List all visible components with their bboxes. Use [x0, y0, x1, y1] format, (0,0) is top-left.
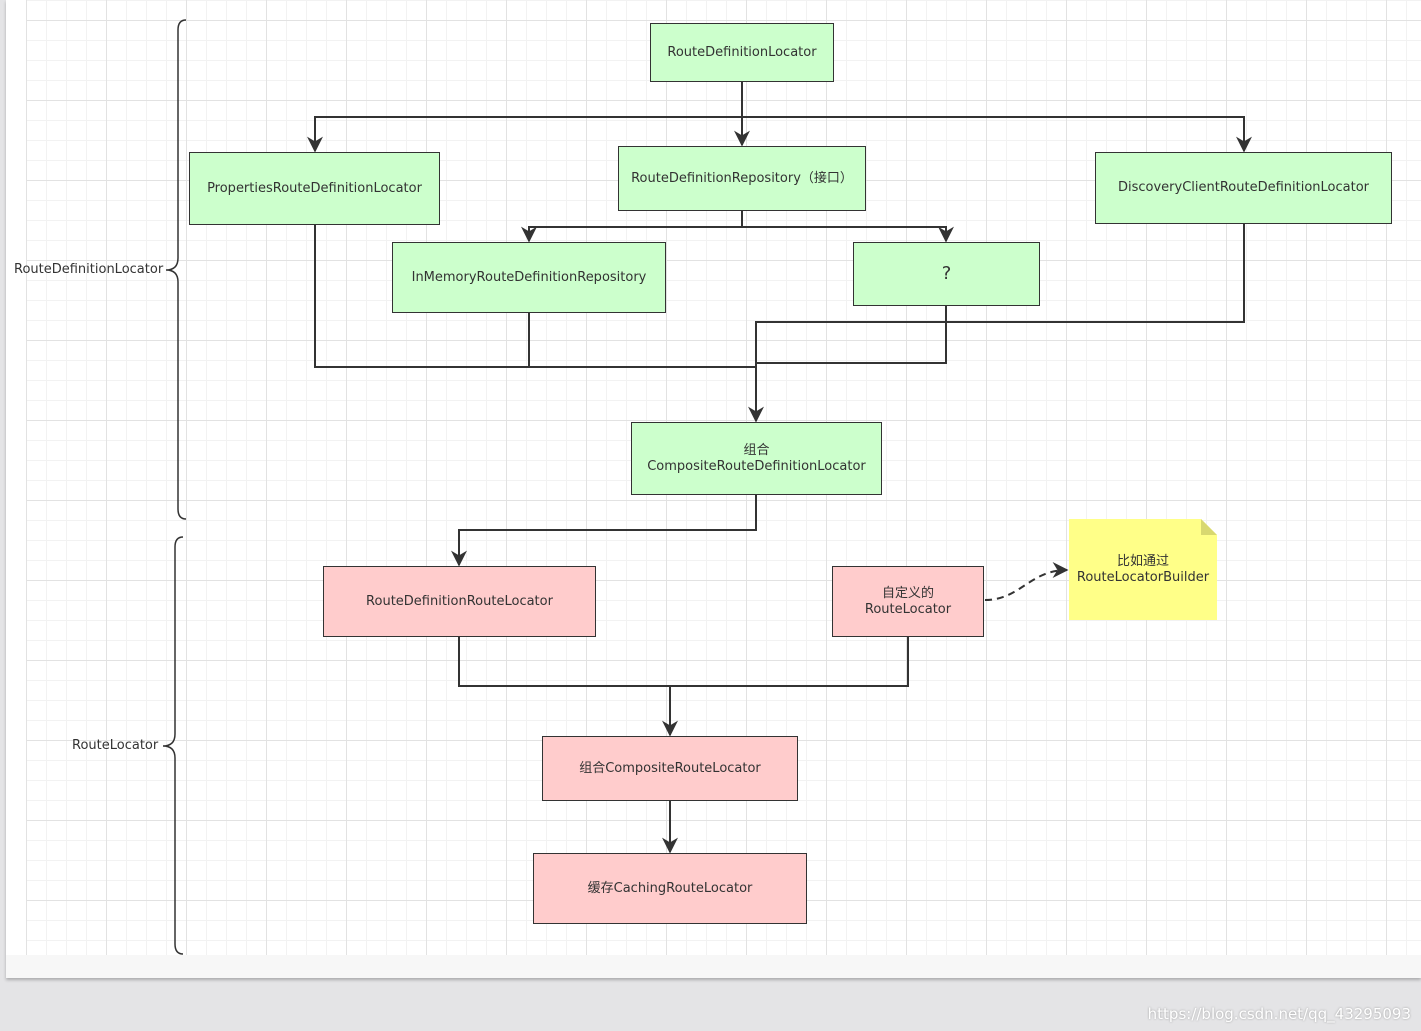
node-caching-route-locator[interactable]: 缓存CachingRouteLocator	[533, 853, 807, 924]
note-shape	[1069, 519, 1217, 620]
edge-routedef-to-composite-route	[458, 637, 678, 737]
canvas-bottom-band	[6, 955, 1421, 978]
edge-repository-to-inmemory	[521, 211, 743, 243]
brace-label-route-locator: RouteLocator	[72, 738, 159, 753]
node-inmemory-repository[interactable]: InMemoryRouteDefinitionRepository	[392, 242, 666, 313]
node-unknown[interactable]: ?	[853, 242, 1040, 306]
note-route-locator-builder[interactable]: 比如通过 RouteLocatorBuilder	[1076, 553, 1210, 585]
edge-custom-to-composite-route	[670, 637, 909, 687]
node-route-definition-locator[interactable]: RouteDefinitionLocator	[650, 23, 834, 82]
node-composite-route-definition-locator[interactable]: 组合 CompositeRouteDefinitionLocator	[631, 422, 882, 495]
edge-top-to-discovery	[742, 116, 1252, 153]
edge-discovery-to-composite	[748, 224, 1245, 423]
canvas-margin	[6, 0, 26, 955]
edge-unknown-to-composite	[756, 306, 947, 364]
node-discovery-client-locator[interactable]: DiscoveryClientRouteDefinitionLocator	[1095, 152, 1392, 224]
edge-repository-to-unknown	[742, 226, 954, 243]
brace-label-route-definition-locator: RouteDefinitionLocator	[14, 262, 164, 277]
edge-composite-to-routedef	[451, 495, 757, 567]
node-custom-route-locator[interactable]: 自定义的 RouteLocator	[832, 566, 984, 637]
node-composite-route-locator[interactable]: 组合CompositeRouteLocator	[542, 736, 798, 801]
watermark: https://blog.csdn.net/qq_43295093	[1147, 1005, 1411, 1023]
brace-upper	[165, 19, 187, 520]
note-fold	[1201, 519, 1217, 535]
node-properties-locator[interactable]: PropertiesRouteDefinitionLocator	[189, 152, 440, 225]
node-route-definition-route-locator[interactable]: RouteDefinitionRouteLocator	[323, 566, 596, 637]
node-route-definition-repository[interactable]: RouteDefinitionRepository（接口）	[618, 146, 866, 211]
edge-custom-to-note	[984, 562, 1069, 601]
edge-top-to-properties	[307, 116, 742, 153]
edge-properties-to-composite	[314, 225, 756, 368]
brace-lower	[162, 536, 184, 955]
